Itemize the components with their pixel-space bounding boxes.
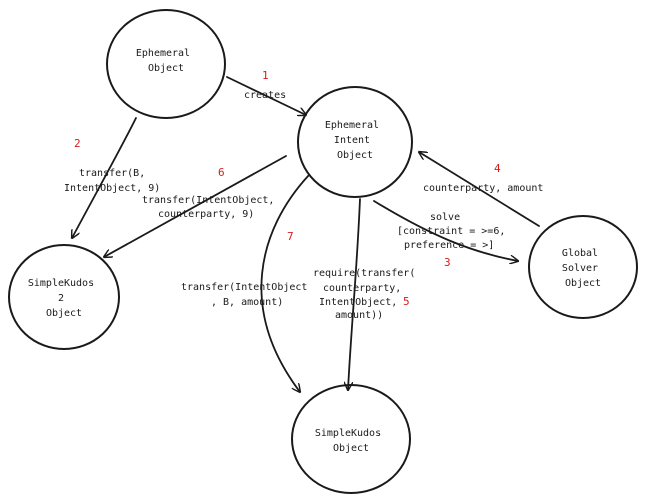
edge-creates-arrow xyxy=(226,76,306,115)
edge-transfer-amount: 7 transfer(IntentObject , B, amount) xyxy=(181,230,313,308)
step-number-6: 6 xyxy=(218,166,225,179)
step-number-4: 4 xyxy=(494,162,501,175)
node-ephemeral-intent-object-label: Ephemeral Intent Object xyxy=(325,120,385,161)
node-global-solver-object-label: Global Solver Object xyxy=(562,248,604,289)
node-simplekudos-2-object-label: SimpleKudos 2 Object xyxy=(28,278,100,319)
edge-require-label: require(transfer( counterparty, IntentOb… xyxy=(313,268,421,321)
node-ephemeral-object-circle xyxy=(106,9,226,119)
node-simplekudos-object: SimpleKudos Object xyxy=(291,384,411,494)
edge-solve-arrow xyxy=(373,200,518,261)
edge-transfer-amount-arrow xyxy=(260,174,310,392)
node-ephemeral-object: Ephemeral Object xyxy=(106,9,226,119)
step-number-1: 1 xyxy=(262,69,269,82)
node-ephemeral-intent-object-circle xyxy=(297,86,413,198)
edge-counterparty-amount-label: counterparty, amount xyxy=(423,183,543,194)
edge-creates-label: creates xyxy=(244,90,286,101)
edge-creates: 1 creates xyxy=(244,69,286,101)
node-global-solver-object: Global Solver Object xyxy=(528,215,638,319)
step-number-3: 3 xyxy=(444,256,451,269)
step-number-5: 5 xyxy=(403,295,410,308)
edge-transfer-counterparty: 6 transfer(IntentObject, counterparty, 9… xyxy=(142,166,280,220)
edge-require-arrow xyxy=(348,198,361,390)
node-simplekudos-2-object-circle xyxy=(8,244,120,350)
edge-transfer-counterparty-arrow xyxy=(104,155,287,257)
node-global-solver-object-circle xyxy=(528,215,638,319)
edge-require: 5 require(transfer( counterparty, Intent… xyxy=(313,268,421,321)
edge-counterparty-amount: 4 counterparty, amount xyxy=(423,162,543,194)
step-number-7: 7 xyxy=(287,230,294,243)
edge-solve: 3 solve [constraint = >=6, preference = … xyxy=(397,212,511,269)
edge-transfer-b-arrow xyxy=(72,117,137,238)
node-simplekudos-2-object: SimpleKudos 2 Object xyxy=(8,244,120,350)
node-ephemeral-object-label: Ephemeral Object xyxy=(136,48,196,74)
edge-counterparty-amount-arrow xyxy=(419,152,540,227)
edge-transfer-amount-label: transfer(IntentObject , B, amount) xyxy=(181,282,313,308)
edge-transfer-counterparty-label: transfer(IntentObject, counterparty, 9) xyxy=(142,195,280,220)
step-number-2: 2 xyxy=(74,137,81,150)
node-ephemeral-intent-object: Ephemeral Intent Object xyxy=(297,86,413,198)
edge-transfer-b-label: transfer(B, IntentObject, 9) xyxy=(64,168,160,194)
edge-solve-label: solve [constraint = >=6, preference = >] xyxy=(397,212,511,251)
node-simplekudos-object-label: SimpleKudos Object xyxy=(315,428,387,454)
edge-transfer-b: 2 transfer(B, IntentObject, 9) xyxy=(64,137,160,194)
node-simplekudos-object-circle xyxy=(291,384,411,494)
